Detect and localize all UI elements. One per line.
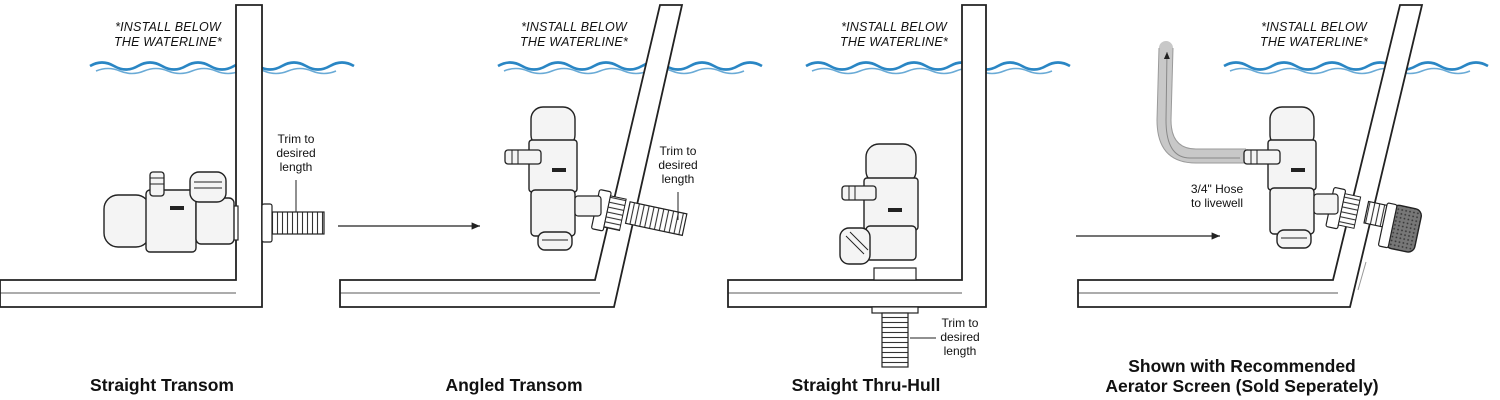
trim-label-line1: Trim to: [659, 144, 697, 158]
install-note: *INSTALL BELOW THE WATERLINE*: [1214, 20, 1414, 50]
install-note: *INSTALL BELOW THE WATERLINE*: [794, 20, 994, 50]
caption-angled-transom-text: Angled Transom: [445, 375, 583, 395]
livewell-hose: [1156, 41, 1253, 163]
thru-hull-nut: [261, 203, 273, 243]
pump-body: [103, 194, 151, 248]
trim-label-line2: desired: [276, 146, 316, 160]
hose-label-line1: 3/4" Hose: [1190, 182, 1244, 196]
trim-label: Trim to desired length: [256, 132, 336, 174]
flow-arrow: [1357, 261, 1367, 291]
install-note-line2: THE WATERLINE*: [520, 35, 628, 49]
caption-aerator-screen: Shown with Recommended Aerator Screen (S…: [1072, 356, 1412, 396]
waterline-wave: [95, 67, 337, 75]
trim-label: Trim to desired length: [638, 144, 718, 186]
trim-label-line2: desired: [658, 158, 698, 172]
install-note: *INSTALL BELOW THE WATERLINE*: [474, 20, 674, 50]
caption-straight-transom-text: Straight Transom: [90, 375, 234, 395]
pump-housing: [1269, 187, 1315, 235]
install-note-line2: THE WATERLINE*: [1260, 35, 1368, 49]
caption-straight-thru-hull: Straight Thru-Hull: [756, 375, 976, 395]
panel-straight-transom: [0, 4, 355, 308]
caption-straight-transom: Straight Transom: [52, 375, 272, 395]
caption-aerator-line1: Shown with Recommended: [1128, 356, 1356, 376]
panel-straight-thru-hull: [727, 4, 1071, 368]
trim-label-line3: length: [943, 344, 977, 358]
thru-hull-flange: [603, 195, 627, 232]
threaded-tube: [624, 201, 688, 237]
install-note-line1: *INSTALL BELOW: [521, 20, 627, 34]
strainer-cap: [1276, 229, 1312, 249]
waterline-wave: [805, 61, 1071, 71]
trim-label-line1: Trim to: [277, 132, 315, 146]
caption-aerator-line2: Aerator Screen (Sold Seperately): [1105, 376, 1379, 396]
trim-label-line1: Trim to: [941, 316, 979, 330]
waterline-wave: [811, 67, 1053, 75]
thru-hull-flange: [871, 306, 919, 314]
strainer-cap: [839, 227, 871, 265]
pump-motor: [1267, 139, 1317, 191]
install-note-line1: *INSTALL BELOW: [115, 20, 221, 34]
thru-hull-flange: [1337, 193, 1362, 229]
waterline-wave: [1223, 61, 1489, 71]
hose-label-line2: to livewell: [1190, 196, 1244, 210]
thru-hull-nut: [873, 267, 917, 281]
boat-hull-outline: [0, 4, 263, 308]
threaded-tube: [881, 312, 909, 368]
hose-label: 3/4" Hose to livewell: [1162, 182, 1272, 210]
barb-outlet: [504, 149, 542, 165]
install-note-line2: THE WATERLINE*: [114, 35, 222, 49]
install-note-line2: THE WATERLINE*: [840, 35, 948, 49]
boat-hull-outline: [727, 4, 987, 308]
caption-straight-thru-hull-text: Straight Thru-Hull: [791, 375, 941, 395]
waterline-wave: [89, 61, 355, 71]
trim-label-line3: length: [279, 160, 313, 174]
trim-label-line3: length: [661, 172, 695, 186]
waterline-wave: [1229, 67, 1471, 75]
waterline-wave: [503, 67, 745, 75]
pump-motor: [528, 139, 578, 193]
pump-motor: [145, 189, 197, 253]
panel-aerator-screen: [1077, 4, 1489, 308]
panel-angled-transom: [339, 4, 763, 308]
install-note-line1: *INSTALL BELOW: [841, 20, 947, 34]
boat-hull-outline: [1077, 4, 1424, 308]
pump-housing: [195, 197, 235, 245]
flow-arrow: [1163, 51, 1240, 159]
boat-hull-outline: [339, 4, 684, 308]
install-note: *INSTALL BELOW THE WATERLINE*: [68, 20, 268, 50]
waterline-wave: [497, 61, 763, 71]
pump-housing: [865, 225, 917, 261]
trim-label: Trim to desired length: [920, 316, 1000, 358]
barb-outlet: [841, 185, 877, 201]
strainer-cap: [537, 231, 573, 251]
barb-outlet: [1243, 149, 1281, 165]
trim-label-line2: desired: [940, 330, 980, 344]
pump-housing: [530, 189, 576, 237]
install-note-line1: *INSTALL BELOW: [1261, 20, 1367, 34]
strainer-cap: [189, 171, 227, 203]
caption-angled-transom: Angled Transom: [404, 375, 624, 395]
